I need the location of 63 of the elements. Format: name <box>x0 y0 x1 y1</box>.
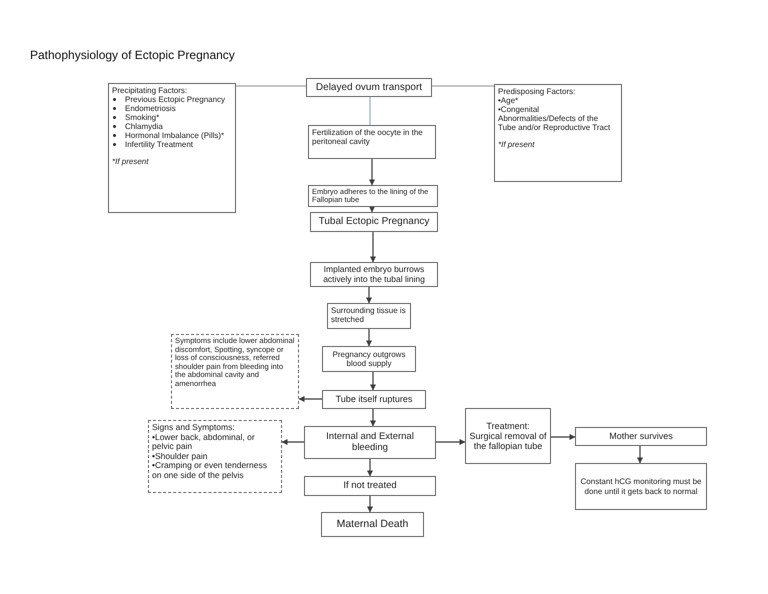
box-heading: Predisposing Factors: <box>498 87 576 96</box>
list-item: Smoking* <box>125 113 160 122</box>
process-box <box>327 303 411 329</box>
box-text: Mother survives <box>608 431 674 442</box>
process-box <box>310 262 438 287</box>
process-box <box>304 476 436 496</box>
arrow <box>436 439 466 445</box>
arrow <box>369 206 375 212</box>
diagram-title: Pathophysiology of Ectopic Pregnancy <box>30 48 235 62</box>
process-box <box>465 408 551 464</box>
arrow <box>367 459 373 476</box>
arrow <box>298 396 322 402</box>
note-box <box>148 420 282 493</box>
process-box <box>321 512 424 537</box>
list-item: Previous Ectopic Pregnancy <box>125 95 226 104</box>
box-text: Implanted embryo burrows actively into the tubal lining <box>322 264 426 284</box>
arrow <box>370 232 376 262</box>
box-heading: Signs and Symptoms: <box>152 423 236 433</box>
list-item: Infertility Treatment <box>125 140 194 150</box>
box-text: Constant hCG monitoring must be done until it gets back to normal <box>580 477 702 496</box>
box-text: •Lower back, abdominal, or pelvic pain <box>152 432 256 452</box>
box-text: •Shoulder pain <box>152 452 208 462</box>
box-text: Internal and External bleeding <box>325 432 415 454</box>
arrow <box>551 434 576 440</box>
arrow <box>367 496 373 512</box>
arrow <box>370 372 376 390</box>
box-text: Tube itself ruptures <box>334 394 414 405</box>
box-text: Delayed ovum transport <box>314 82 424 94</box>
arrow <box>366 329 372 346</box>
arrow <box>369 159 375 186</box>
arrow <box>637 446 643 464</box>
box-heading: Precipitating Factors: <box>112 86 188 96</box>
box-text: If not treated <box>342 480 398 492</box>
process-box <box>306 78 432 97</box>
arrow <box>366 287 372 304</box>
box-text: Maternal Death <box>336 518 410 530</box>
process-box <box>304 426 436 459</box>
box-heading: Treatment: <box>485 420 531 431</box>
process-box <box>308 125 436 159</box>
list-item: Hormonal Imbalance (Pills)* <box>125 131 224 140</box>
process-box <box>575 463 707 510</box>
process-box <box>494 84 622 182</box>
process-box <box>108 83 236 213</box>
list-item: Chlamydia <box>125 122 163 132</box>
note-box <box>171 334 299 409</box>
footnote: *If present <box>112 157 150 166</box>
arrow <box>282 439 304 445</box>
box-text: Pregnancy outgrows blood supply <box>332 350 406 368</box>
process-box <box>322 390 426 409</box>
list-item: Endometriosis <box>125 104 176 114</box>
box-text: Tubal Ectopic Pregnancy <box>318 216 430 228</box>
process-box <box>322 346 416 372</box>
process-box <box>308 185 438 207</box>
box-text: Surgical removal of the fallopian tube <box>469 430 547 452</box>
box-text: •Age* <box>498 96 520 106</box>
arrow <box>370 409 376 426</box>
process-box <box>310 212 438 232</box>
box-text: Fertilization of the oocyte in the peritoneal cavity <box>312 128 424 146</box>
process-box <box>575 427 707 446</box>
box-text: •Congenital Abnormalities/Defects of the Tube and/or Reproductive Tract <box>498 105 612 132</box>
footnote: *If present <box>498 140 536 150</box>
box-text: Surrounding tissue is stretched <box>331 306 407 324</box>
box-text: •Cramping or even tenderness on one side of the pelvis <box>152 461 268 481</box>
